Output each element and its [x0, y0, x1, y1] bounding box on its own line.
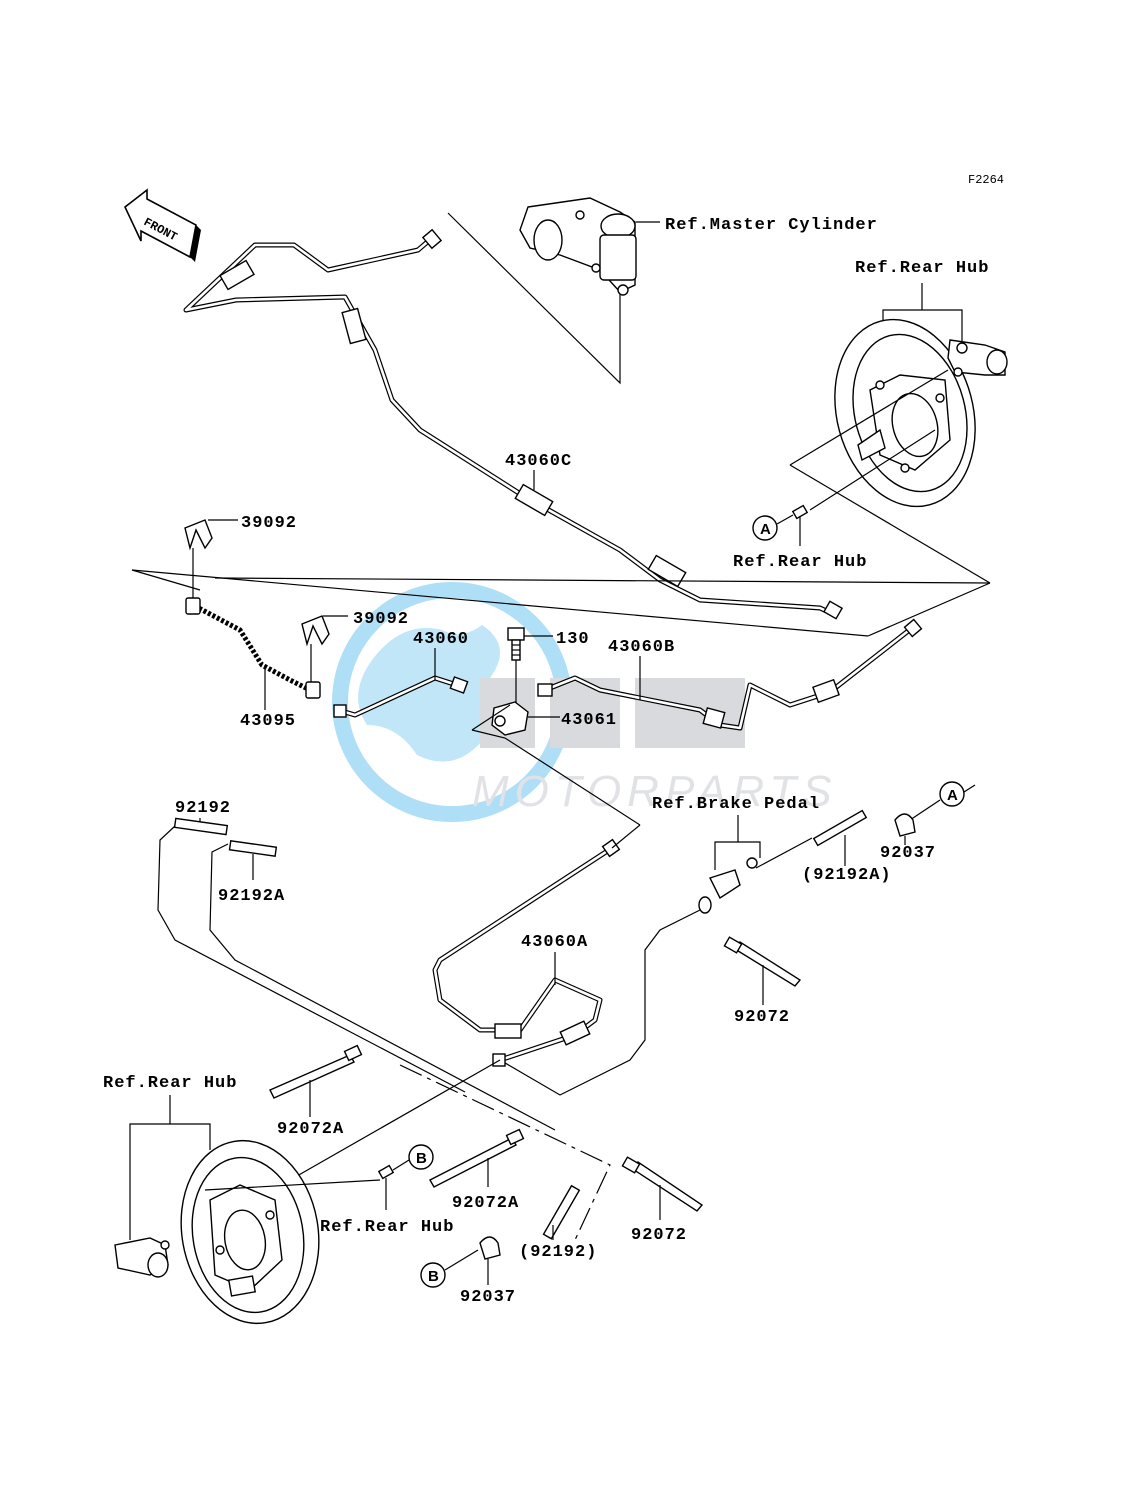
- bleeder-screw-a: [791, 504, 809, 520]
- label-43061: 43061: [561, 711, 617, 730]
- marker-b-left: B: [420, 1262, 446, 1288]
- clamp-92037-a: [894, 813, 916, 837]
- cable-tie-92072a-a: [269, 1044, 363, 1099]
- label-92192a-paren: (92192A): [802, 866, 892, 885]
- marker-a-top: A: [752, 515, 778, 541]
- svg-text:A: A: [760, 521, 771, 538]
- ref-rear-hub-left-label: Ref.Rear Hub: [103, 1074, 237, 1093]
- cable-tie-92072-a: [723, 936, 802, 987]
- wheel-cylinder-right: [947, 339, 1008, 377]
- brake-pedal-switch: [698, 857, 758, 914]
- label-39092-a: 39092: [241, 514, 297, 533]
- label-43095: 43095: [240, 712, 296, 731]
- label-92192a: 92192A: [218, 887, 285, 906]
- label-43060c: 43060C: [505, 452, 572, 471]
- svg-text:A: A: [947, 787, 958, 804]
- clip-39092-a: [184, 519, 213, 551]
- pipe-43060b: [537, 618, 923, 731]
- rear-brake-plate-right: [834, 318, 976, 508]
- rear-brake-plate-left: [180, 1139, 320, 1325]
- hose-92192a: [228, 840, 278, 857]
- label-92072-a: 92072: [734, 1008, 790, 1027]
- label-92037-a: 92037: [880, 844, 936, 863]
- hose-92192a-paren: [812, 809, 868, 847]
- svg-text:B: B: [416, 1150, 427, 1167]
- label-43060b: 43060B: [608, 638, 675, 657]
- ref-rear-hub-a-label: Ref.Rear Hub: [733, 553, 867, 572]
- front-arrow-icon: FRONT: [124, 188, 201, 262]
- label-43060a: 43060A: [521, 933, 588, 952]
- label-92072a-a: 92072A: [277, 1120, 344, 1139]
- ref-master-cylinder-label: Ref.Master Cylinder: [665, 216, 878, 235]
- marker-a-right: A: [939, 781, 965, 807]
- cable-tie-92072a-b: [429, 1128, 525, 1188]
- bolt-130: [507, 627, 525, 661]
- ref-rear-hub-top-label: Ref.Rear Hub: [855, 259, 989, 278]
- label-92072a-b: 92072A: [452, 1194, 519, 1213]
- label-92192: 92192: [175, 799, 231, 818]
- bleeder-screw-b: [377, 1164, 395, 1180]
- label-92037-b: 92037: [460, 1288, 516, 1307]
- svg-text:B: B: [428, 1268, 439, 1285]
- hose-92192: [173, 817, 229, 836]
- marker-b-top: B: [408, 1144, 434, 1170]
- ref-brake-pedal-label: Ref.Brake Pedal: [652, 795, 820, 814]
- clip-39092-b: [301, 615, 330, 647]
- pipe-43060a: [432, 838, 621, 1067]
- hose-92192-paren: [542, 1184, 581, 1240]
- ref-rear-hub-b-label: Ref.Rear Hub: [320, 1218, 454, 1237]
- brake-hose-43095: [185, 597, 321, 699]
- cable-tie-92072-b: [621, 1156, 704, 1212]
- figure-code: F2264: [968, 173, 1004, 187]
- label-130: 130: [556, 630, 590, 649]
- pipe-43060: [333, 675, 469, 718]
- master-cylinder: [519, 197, 637, 296]
- label-43060: 43060: [413, 630, 469, 649]
- clamp-92037-b: [479, 1236, 501, 1260]
- label-92072-b: 92072: [631, 1226, 687, 1245]
- wheel-cylinder-left: [114, 1237, 170, 1278]
- watermark: MOTORPARTS: [332, 582, 838, 822]
- label-92192-paren: (92192): [519, 1243, 597, 1262]
- watermark-text: MOTORPARTS: [472, 767, 838, 816]
- label-39092-b: 39092: [353, 610, 409, 629]
- pipe-43060c: [183, 228, 844, 620]
